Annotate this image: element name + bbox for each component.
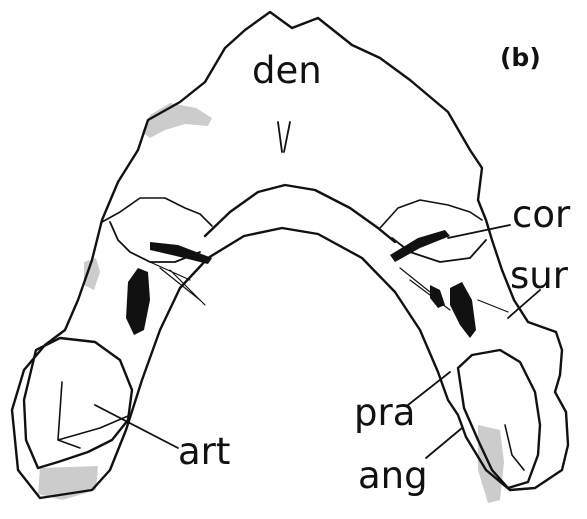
shade-left-upper bbox=[142, 103, 212, 138]
right-mandibular-fenestra bbox=[450, 282, 476, 338]
panel-label: (b) bbox=[500, 45, 541, 70]
label-den: den bbox=[252, 52, 322, 89]
left-articular-facet bbox=[58, 382, 128, 448]
suture-right bbox=[380, 200, 482, 228]
label-art: art bbox=[178, 433, 230, 470]
right-coronoid-slit bbox=[390, 230, 450, 262]
leader-cor bbox=[448, 225, 510, 238]
left-articular bbox=[24, 338, 132, 468]
right-articular-facet bbox=[505, 425, 524, 470]
left-coronoid-slit bbox=[150, 242, 212, 264]
label-sur: sur bbox=[510, 257, 568, 294]
label-pra: pra bbox=[354, 394, 415, 431]
inner-arch bbox=[205, 185, 395, 242]
symphysis-mark bbox=[278, 122, 290, 152]
leader-ang bbox=[426, 428, 462, 458]
left-mandibular-fenestra bbox=[126, 268, 150, 335]
suture-left bbox=[102, 198, 212, 226]
dark-openings bbox=[126, 230, 476, 338]
label-ang: ang bbox=[358, 457, 428, 494]
right-small-opening bbox=[430, 285, 445, 308]
label-cor: cor bbox=[512, 196, 570, 233]
